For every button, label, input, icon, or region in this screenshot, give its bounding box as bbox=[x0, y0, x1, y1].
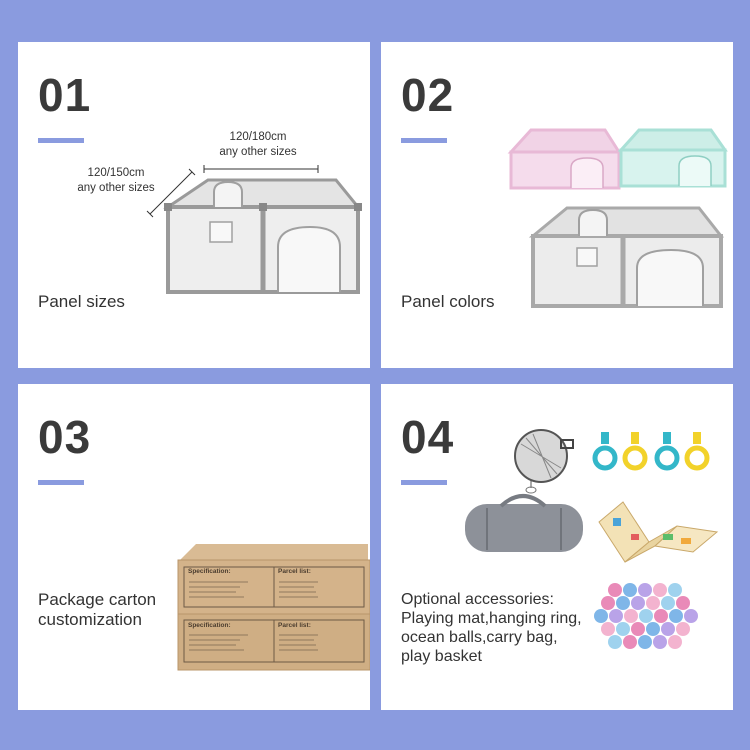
ocean-ball bbox=[661, 622, 675, 636]
depth-value: 120/150cm bbox=[87, 167, 145, 179]
panel-carton: 03 Specification: Parcel list: Specifica… bbox=[18, 384, 370, 710]
carton-boxes-illustration bbox=[177, 544, 370, 671]
caption-line: Optional accessories: bbox=[401, 591, 554, 608]
ocean-ball bbox=[654, 609, 668, 623]
hanging-rings bbox=[592, 432, 710, 471]
pink-playpen bbox=[507, 128, 622, 190]
step-number: 01 bbox=[38, 69, 92, 121]
spec-title: Specification: bbox=[188, 622, 231, 629]
caption-line: play basket bbox=[401, 648, 482, 665]
accent-bar bbox=[38, 138, 84, 143]
depth-note: any other sizes bbox=[77, 182, 155, 194]
panel-caption: Package carton customization bbox=[38, 590, 156, 630]
step-number: 04 bbox=[401, 411, 455, 463]
caption-line: Package carton bbox=[38, 590, 157, 609]
ocean-ball bbox=[646, 622, 660, 636]
mint-playpen bbox=[617, 128, 728, 188]
ocean-ball bbox=[676, 622, 690, 636]
caption-line: customization bbox=[38, 610, 142, 629]
step-number: 03 bbox=[38, 411, 92, 463]
ocean-ball bbox=[601, 596, 615, 610]
panel-accessories: 04 bbox=[381, 384, 733, 710]
panel-caption: Panel sizes bbox=[38, 292, 125, 311]
carry-bag bbox=[465, 494, 583, 552]
ocean-ball bbox=[616, 596, 630, 610]
ocean-ball bbox=[639, 609, 653, 623]
accessories-illustration bbox=[465, 429, 719, 649]
panel-caption: Optional accessories: Playing mat,hangin… bbox=[401, 590, 582, 666]
ocean-ball bbox=[601, 622, 615, 636]
ocean-ball bbox=[609, 609, 623, 623]
ocean-ball bbox=[684, 609, 698, 623]
panel-sizes: 01 120/180cm any other sizes 120/150cm a… bbox=[18, 42, 370, 368]
ocean-ball bbox=[668, 635, 682, 649]
ocean-ball bbox=[676, 596, 690, 610]
ocean-ball bbox=[653, 583, 667, 597]
ocean-ball bbox=[631, 596, 645, 610]
ocean-ball bbox=[624, 609, 638, 623]
ocean-ball bbox=[638, 635, 652, 649]
ocean-ball bbox=[661, 596, 675, 610]
ocean-ball bbox=[594, 609, 608, 623]
accent-bar bbox=[401, 480, 447, 485]
accent-bar bbox=[38, 480, 84, 485]
accent-bar bbox=[401, 138, 447, 143]
width-value: 120/180cm bbox=[229, 131, 287, 143]
ocean-ball bbox=[638, 583, 652, 597]
ocean-ball bbox=[631, 622, 645, 636]
width-note: any other sizes bbox=[219, 146, 297, 158]
ocean-ball bbox=[608, 583, 622, 597]
panel-caption: Panel colors bbox=[401, 292, 495, 311]
parcel-title: Parcel list: bbox=[278, 622, 311, 629]
step-number: 02 bbox=[401, 69, 455, 121]
panel-colors: 02 Panel colors bbox=[381, 42, 733, 368]
ocean-balls bbox=[594, 583, 698, 649]
ocean-ball bbox=[669, 609, 683, 623]
caption-line: ocean balls,carry bag, bbox=[401, 629, 558, 646]
ocean-ball bbox=[646, 596, 660, 610]
depth-dimension-label: 120/150cm any other sizes bbox=[68, 166, 164, 196]
ocean-ball bbox=[623, 583, 637, 597]
gray-playpen bbox=[528, 206, 725, 308]
caption-line: Playing mat,hanging ring, bbox=[401, 610, 582, 627]
ocean-ball bbox=[608, 635, 622, 649]
playing-mat bbox=[598, 501, 719, 563]
width-dimension-label: 120/180cm any other sizes bbox=[208, 130, 308, 160]
parcel-title: Parcel list: bbox=[278, 568, 311, 575]
spec-title: Specification: bbox=[188, 568, 231, 575]
ocean-ball bbox=[623, 635, 637, 649]
playpen-color-illustration bbox=[507, 128, 728, 308]
ocean-ball bbox=[653, 635, 667, 649]
ocean-ball bbox=[616, 622, 630, 636]
ocean-ball bbox=[668, 583, 682, 597]
hanging-basket bbox=[514, 429, 574, 494]
playpen-dimension-illustration bbox=[146, 165, 362, 294]
